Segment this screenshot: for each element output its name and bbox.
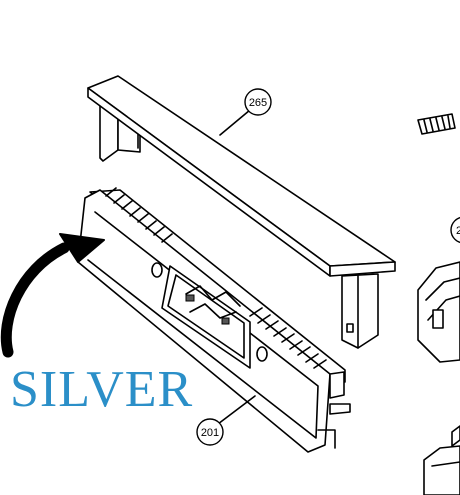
color-label: SILVER [10, 361, 194, 418]
callout-partial-right: 2 [450, 216, 460, 244]
callout-265: 265 [244, 88, 272, 116]
connector-part [417, 113, 456, 135]
leader-line-265 [219, 109, 251, 136]
leader-line-201 [217, 395, 256, 425]
bottom-box-part [423, 425, 460, 495]
side-bracket-part [417, 261, 460, 363]
part-265-top-cover [87, 75, 396, 349]
curved-arrow [0, 233, 105, 358]
part-201-front-panel [77, 187, 351, 453]
callout-201-number: 201 [201, 427, 219, 439]
panel-ribs-lower [249, 307, 327, 369]
callout-partial-number: 2 [456, 225, 460, 237]
panel-ribs-upper [105, 187, 173, 243]
callout-201: 201 [196, 418, 224, 446]
callout-265-number: 265 [249, 97, 267, 109]
